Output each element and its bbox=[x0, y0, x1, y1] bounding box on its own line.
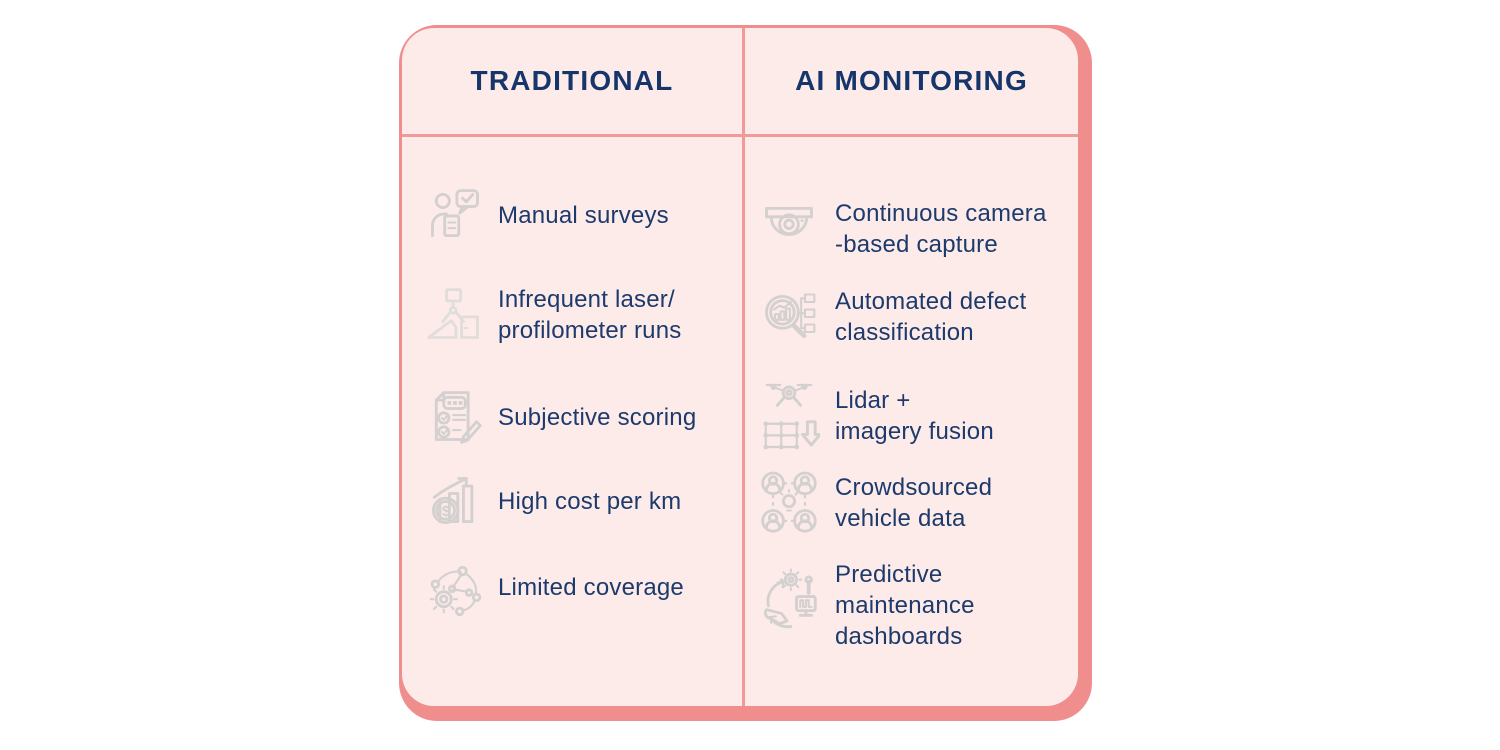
list-item: Lidar + imagery fusion bbox=[745, 376, 1078, 456]
list-item: Automated defect classification bbox=[745, 285, 1078, 349]
list-item: Limited coverage bbox=[402, 555, 742, 619]
item-label: High cost per km bbox=[498, 487, 682, 515]
list-item: Infrequent laser/ profilometer runs bbox=[402, 283, 742, 347]
comparison-card-shadow: TRADITIONAL Manual surveys bbox=[399, 25, 1092, 721]
list-item: Predictive maintenance dashboards bbox=[745, 557, 1078, 653]
item-label: Limited coverage bbox=[498, 573, 684, 601]
list-item: Crowdsourced vehicle data bbox=[745, 467, 1078, 539]
list-item: Subjective scoring bbox=[402, 385, 742, 449]
list-item: $ High cost per km bbox=[402, 469, 742, 533]
item-label: Subjective scoring bbox=[498, 403, 697, 431]
item-label: Predictive maintenance dashboards bbox=[835, 560, 975, 650]
subjective-scoring-icon bbox=[424, 387, 486, 447]
column-header-traditional: TRADITIONAL bbox=[470, 65, 674, 96]
svg-text:$: $ bbox=[442, 503, 451, 520]
item-label: Continuous camera -based capture bbox=[835, 200, 1047, 258]
predictive-maintenance-icon bbox=[758, 568, 820, 642]
comparison-card: TRADITIONAL Manual surveys bbox=[402, 28, 1078, 706]
dome-camera-icon bbox=[758, 199, 820, 259]
crowdsourced-icon bbox=[758, 468, 820, 538]
profilometer-icon bbox=[424, 285, 486, 345]
column-traditional: TRADITIONAL Manual surveys bbox=[402, 28, 742, 706]
column-ai-monitoring: AI MONITORING Continuous camera -based c… bbox=[745, 28, 1078, 706]
item-label: Infrequent laser/ profilometer runs bbox=[498, 286, 682, 344]
list-item: Continuous camera -based capture bbox=[745, 197, 1078, 261]
list-item: Manual surveys bbox=[402, 183, 742, 247]
header-divider-line bbox=[402, 134, 1078, 137]
manual-surveys-icon bbox=[424, 185, 486, 245]
item-label: Lidar + imagery fusion bbox=[835, 387, 994, 445]
item-label: Manual surveys bbox=[498, 201, 669, 229]
high-cost-icon: $ bbox=[424, 471, 486, 531]
column-header-ai-monitoring: AI MONITORING bbox=[795, 65, 1028, 96]
limited-coverage-icon bbox=[424, 557, 486, 617]
item-label: Crowdsourced vehicle data bbox=[835, 474, 993, 532]
lidar-fusion-icon bbox=[758, 377, 820, 455]
column-divider-line bbox=[742, 28, 745, 706]
item-label: Automated defect classification bbox=[835, 288, 1027, 346]
defect-classification-icon bbox=[758, 287, 820, 347]
